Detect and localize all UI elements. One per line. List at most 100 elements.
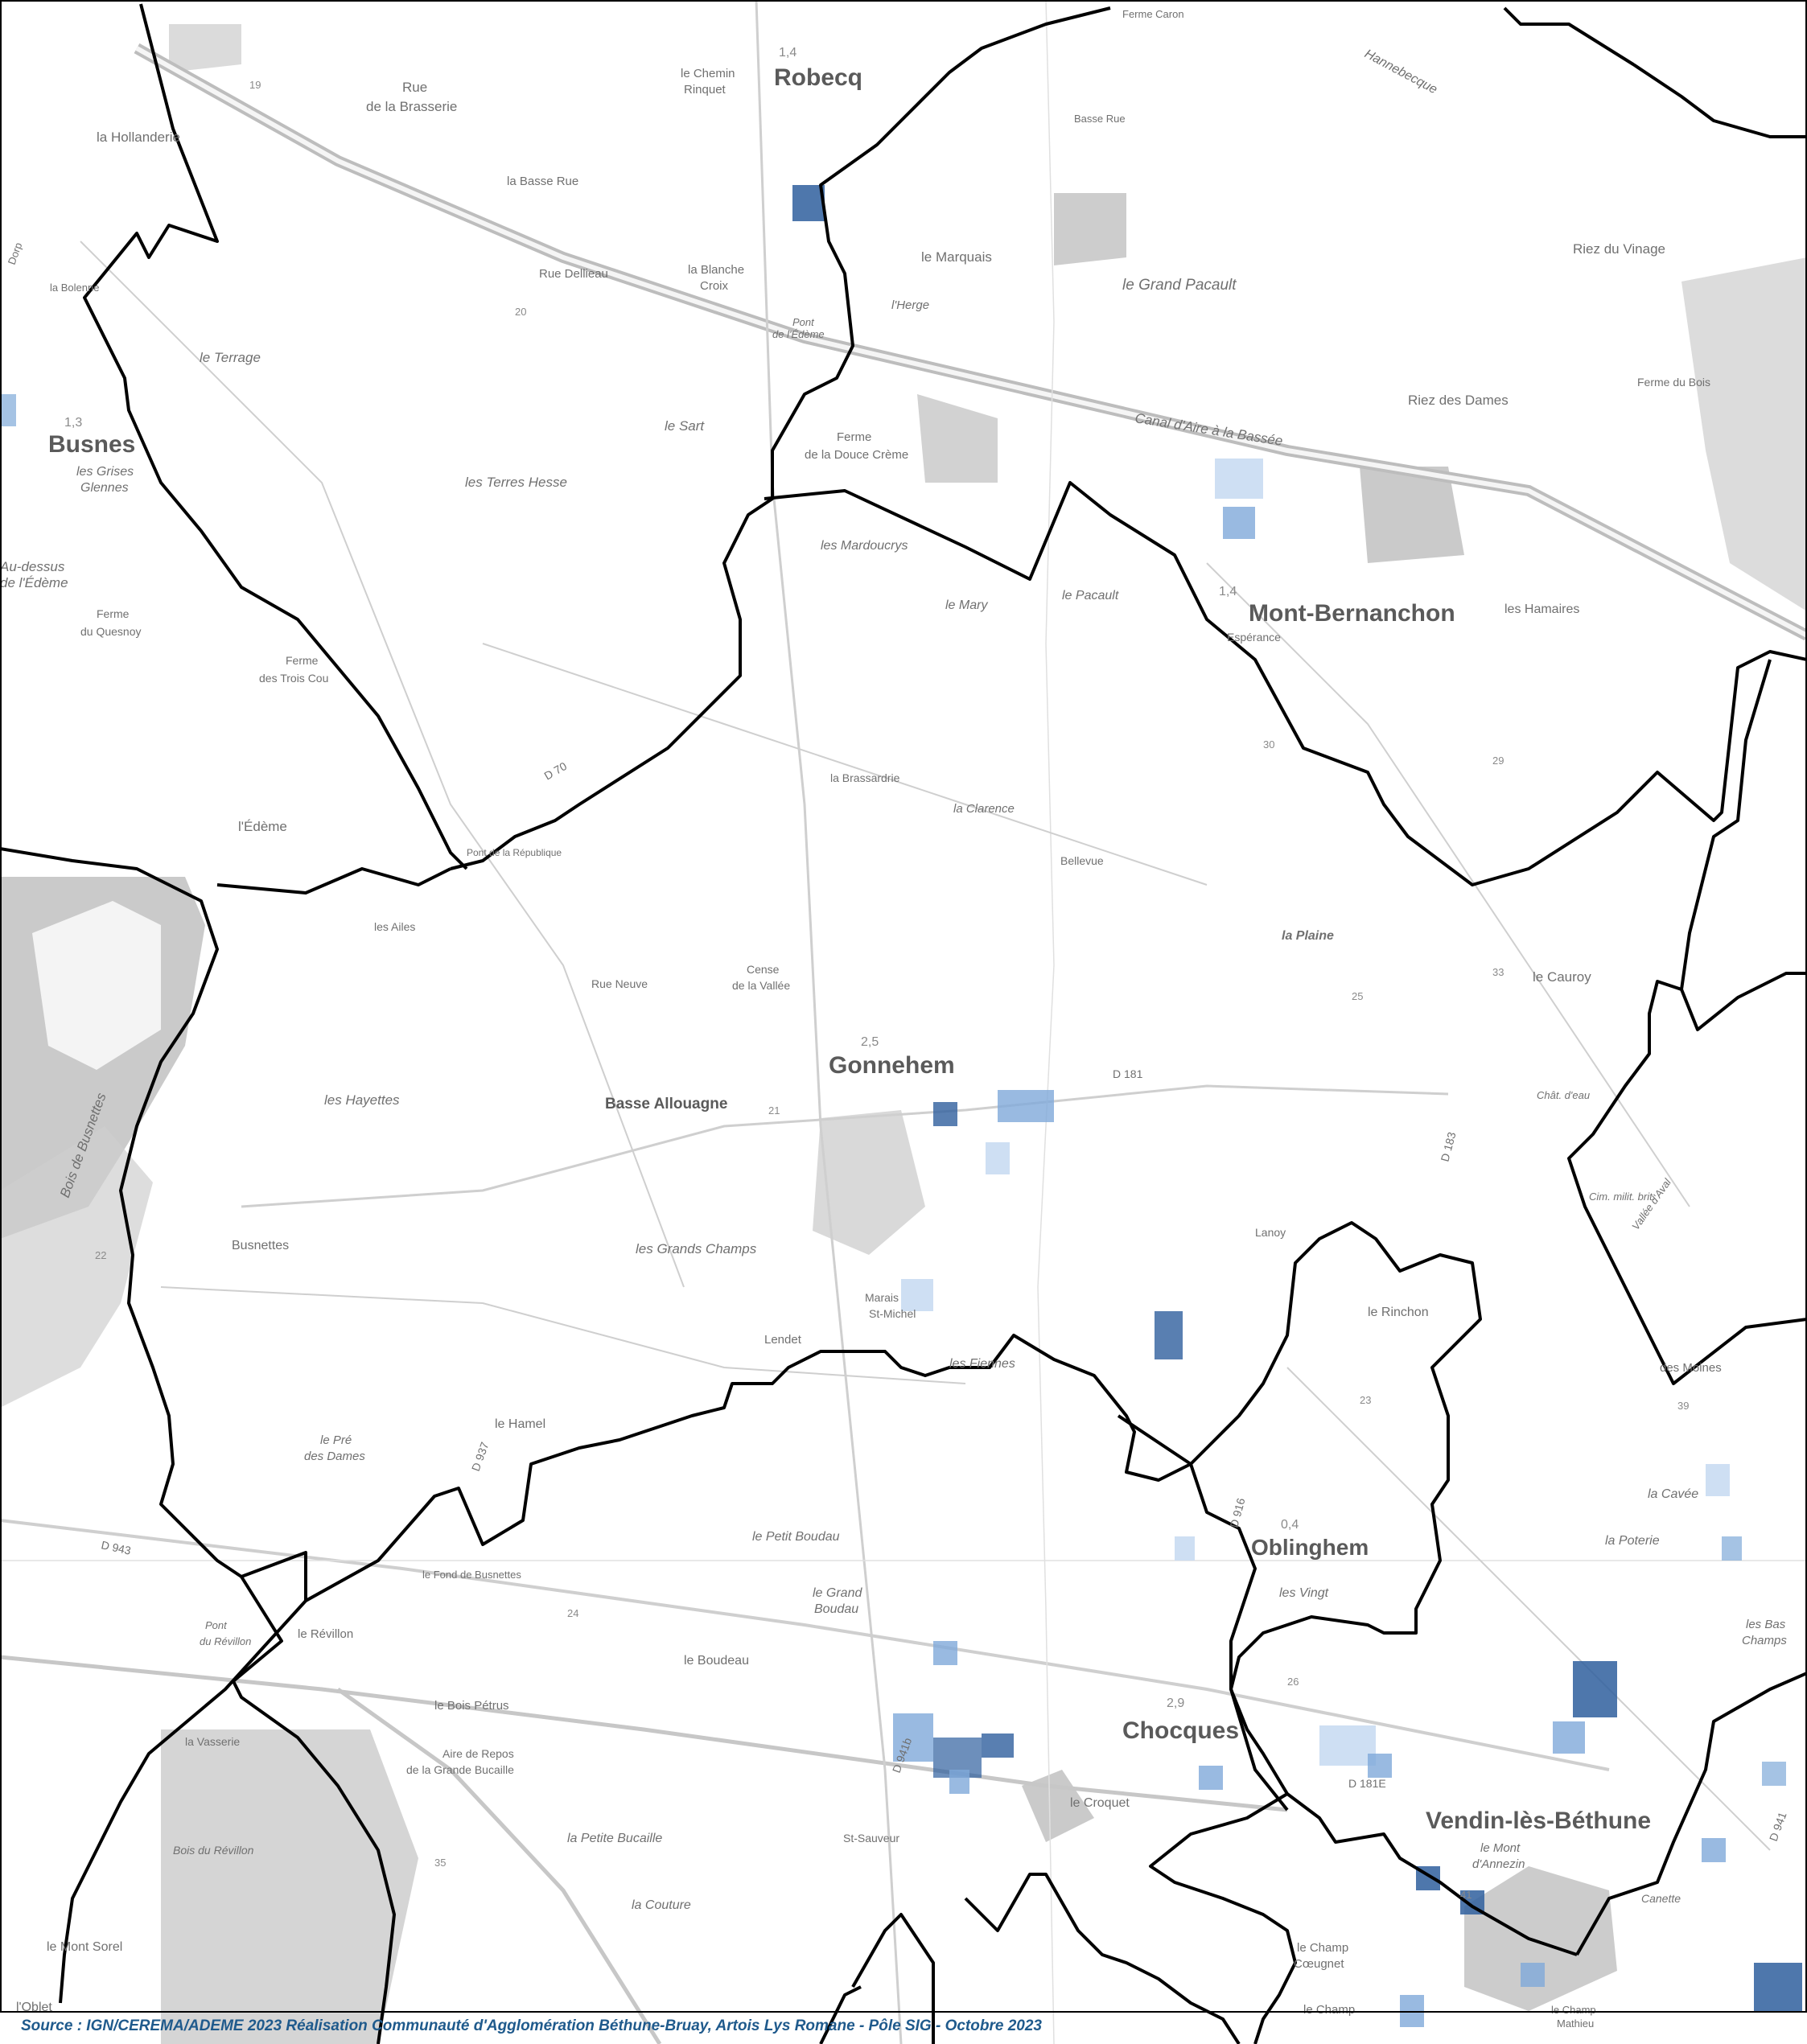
place-label: le Marquais <box>921 249 992 265</box>
place-label: les Bas <box>1746 1618 1786 1631</box>
boundary-chocques-north <box>1229 1688 1289 1812</box>
place-label: le Chemin <box>681 67 735 80</box>
place-label: Bois du Révillon <box>173 1844 254 1857</box>
place-label: les Ailes <box>374 920 415 933</box>
elevation: 24 <box>567 1607 578 1619</box>
blue-zone <box>1155 1311 1183 1359</box>
railway <box>0 1655 1288 1812</box>
place-label: de la Douce Crème <box>805 448 908 462</box>
place-label: l'Oblet <box>16 2001 52 2014</box>
place-label: le Mary <box>945 598 988 612</box>
place-label: St-Michel <box>869 1307 916 1320</box>
boundary-bottom-spur <box>819 1985 862 2044</box>
place-label: de la Vallée <box>732 979 790 992</box>
place-label: Cœugnet <box>1294 1957 1344 1971</box>
place-label: Mathieu <box>1557 2017 1594 2030</box>
road-clarence <box>482 643 1208 886</box>
elevation: 26 <box>1287 1676 1299 1688</box>
field-nw <box>169 24 241 72</box>
place-label: les Mardoucrys <box>821 539 908 553</box>
blue-zone <box>1754 1963 1802 2011</box>
blue-zone <box>1762 1762 1786 1786</box>
boundary-oblinghem <box>1117 1414 1578 1956</box>
place-label: d'Annezin <box>1472 1857 1525 1871</box>
grid-line-v <box>1037 0 1055 2044</box>
bois-de-busnettes-area <box>0 1126 153 1408</box>
farm-block <box>1054 193 1126 265</box>
boundary-east <box>1567 659 1807 1385</box>
place-label: la Brassardrie <box>830 771 900 784</box>
blue-zone <box>1223 507 1255 539</box>
elevation: 22 <box>95 1249 106 1261</box>
elevation-labels: 19 20 21 22 23 24 25 26 29 30 33 35 39 4… <box>95 79 1689 1901</box>
boundary-busnes-robecq <box>83 3 468 870</box>
place-label: la Bolenne <box>50 282 99 294</box>
place-label: l'Édème <box>238 819 287 834</box>
place-label: les Terres Hesse <box>465 475 567 490</box>
road-d937 <box>241 1084 1449 1208</box>
place-label: Croix <box>700 279 729 293</box>
blue-zone <box>1319 1725 1376 1766</box>
road-busnes <box>80 241 685 1288</box>
place-label: le Terrage <box>200 350 261 365</box>
place-label: Marais <box>865 1291 899 1304</box>
place-label: Pont <box>792 316 815 328</box>
place-label: Riez des Dames <box>1408 393 1509 408</box>
place-label: de la Brasserie <box>366 99 457 114</box>
place-label: de l'Édème <box>772 328 825 340</box>
place-label: les Grands Champs <box>636 1241 757 1256</box>
place-label: le Pacault <box>1062 589 1119 603</box>
boundary-sw <box>232 1575 396 2044</box>
place-label: Basse Allouagne <box>605 1096 727 1112</box>
place-label: le Pré <box>320 1433 352 1447</box>
commune-oblinghem: Oblinghem <box>1251 1535 1369 1560</box>
place-label: Ferme <box>286 654 319 667</box>
blue-zone <box>1553 1721 1585 1754</box>
place-label: de la Grande Bucaille <box>406 1763 514 1776</box>
elevation: 41 <box>1460 1889 1472 1901</box>
blue-zone <box>1215 459 1263 499</box>
commune-chocques: Chocques <box>1122 1717 1239 1744</box>
place-label: la Poterie <box>1605 1534 1660 1548</box>
place-label: la Cavée <box>1648 1487 1698 1501</box>
commune-codes: 1,4 1,3 1,4 2,5 0,4 2,9 <box>64 46 1299 1710</box>
commune-robecq: Robecq <box>774 64 862 91</box>
place-label: de l'Édème <box>0 575 68 590</box>
place-label: Cim. milit. brit. <box>1589 1191 1655 1203</box>
place-label: Boudau <box>814 1602 858 1616</box>
blue-zone <box>1706 1464 1730 1496</box>
park-gonnehem <box>813 1110 925 1255</box>
boundary-east-spur <box>1680 972 1807 1031</box>
elevation: 21 <box>768 1104 780 1117</box>
road-d943 <box>0 1519 1610 1771</box>
elevation: 23 <box>1360 1394 1371 1406</box>
place-label: Busnettes <box>232 1239 289 1252</box>
industrial-zone-lot <box>32 901 161 1070</box>
place-label: Basse Rue <box>1074 113 1126 125</box>
code-robecq: 1,4 <box>779 46 796 60</box>
place-label: Ferme du Bois <box>1637 376 1710 389</box>
place-label: les Vingt <box>1279 1586 1329 1600</box>
place-label: le Bois Pétrus <box>434 1699 509 1713</box>
place-label: le Révillon <box>298 1627 353 1641</box>
blue-zone <box>893 1713 933 1762</box>
place-label: les Grises <box>76 465 134 479</box>
place-label: le Rinchon <box>1368 1306 1429 1319</box>
elevation: 33 <box>1492 966 1504 978</box>
place-label: St-Sauveur <box>843 1832 899 1845</box>
forest-east <box>1681 257 1807 611</box>
place-label: le Grand Pacault <box>1122 277 1237 294</box>
blue-zone <box>1521 1963 1545 1987</box>
landuse-layer <box>0 24 1807 2044</box>
place-label: Ferme <box>97 607 130 620</box>
place-label: Aire de Repos <box>442 1747 514 1760</box>
route-label: D 943 <box>100 1538 132 1557</box>
code-busnes: 1,3 <box>64 416 82 430</box>
elevation: 20 <box>515 306 526 318</box>
motorway-a26 <box>336 1687 662 2044</box>
blue-zone <box>982 1733 1014 1758</box>
place-label: la Blanche <box>688 263 744 277</box>
place-label: le Champ <box>1551 2004 1596 2016</box>
